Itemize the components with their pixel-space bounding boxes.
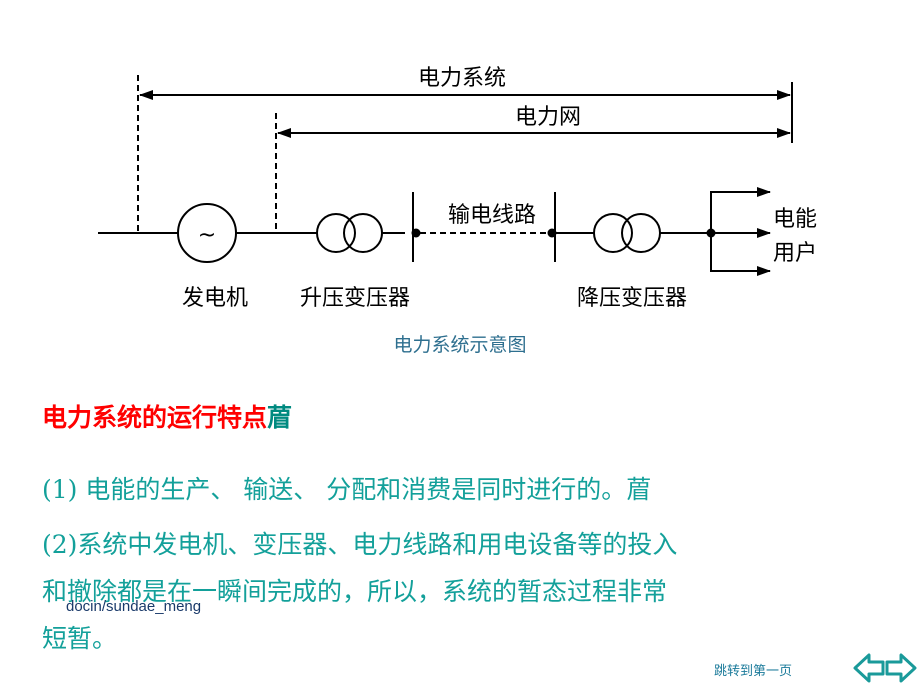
consumer-label-line1: 电能 — [773, 207, 817, 232]
heading-title: 电力系统的运行特点 — [42, 403, 268, 432]
jump-to-first-page-link[interactable]: 跳转到第一页 — [714, 664, 793, 679]
prev-page-button[interactable] — [852, 652, 886, 684]
paragraph-2-line-3: 短暂。 — [42, 624, 118, 653]
figure-caption: 电力系统示意图 — [393, 334, 527, 356]
step-up-transformer-label: 升压变压器 — [300, 286, 410, 311]
paragraph-2-line-2: 和撤除都是在一瞬间完成的，所以，系统的暂态过程非常 — [42, 577, 668, 606]
generator-symbol: ~ — [177, 203, 237, 263]
heading-trailing-mark: 葿 — [267, 403, 293, 432]
step-down-transformer-symbol — [593, 213, 661, 253]
paragraph-1: (1) 电能的生产、 输送、 分配和消费是同时进行的。葿 — [42, 475, 652, 504]
svg-text:~: ~ — [198, 223, 216, 248]
power-grid-span-label: 电力网 — [515, 105, 581, 130]
step-down-transformer-label: 降压变压器 — [577, 286, 687, 311]
generator-label: 发电机 — [182, 286, 248, 311]
next-page-button[interactable] — [884, 652, 918, 684]
power-system-diagram: 电力系统 电力网 ~ 输电线路 电能 用户 发电机 升压变压器 降压变压器 — [98, 66, 817, 311]
transmission-line-label: 输电线路 — [448, 203, 536, 228]
section-heading: 电力系统的运行特点葿 — [42, 398, 292, 434]
watermark: docin/sundae_meng — [66, 598, 202, 615]
step-up-transformer-symbol — [316, 213, 383, 253]
right-arrow-outline-icon — [885, 653, 917, 683]
power-system-span-label: 电力系统 — [418, 66, 506, 91]
paragraph-2: (2)系统中发电机、变压器、电力线路和用电设备等的投入 和撤除都是在一瞬间完成的… — [42, 521, 677, 662]
paragraph-2-line-1: (2)系统中发电机、变压器、电力线路和用电设备等的投入 — [42, 530, 678, 559]
bus-node-left — [411, 228, 421, 238]
consumer-label-line2: 用户 — [773, 241, 817, 266]
left-arrow-outline-icon — [853, 653, 885, 683]
